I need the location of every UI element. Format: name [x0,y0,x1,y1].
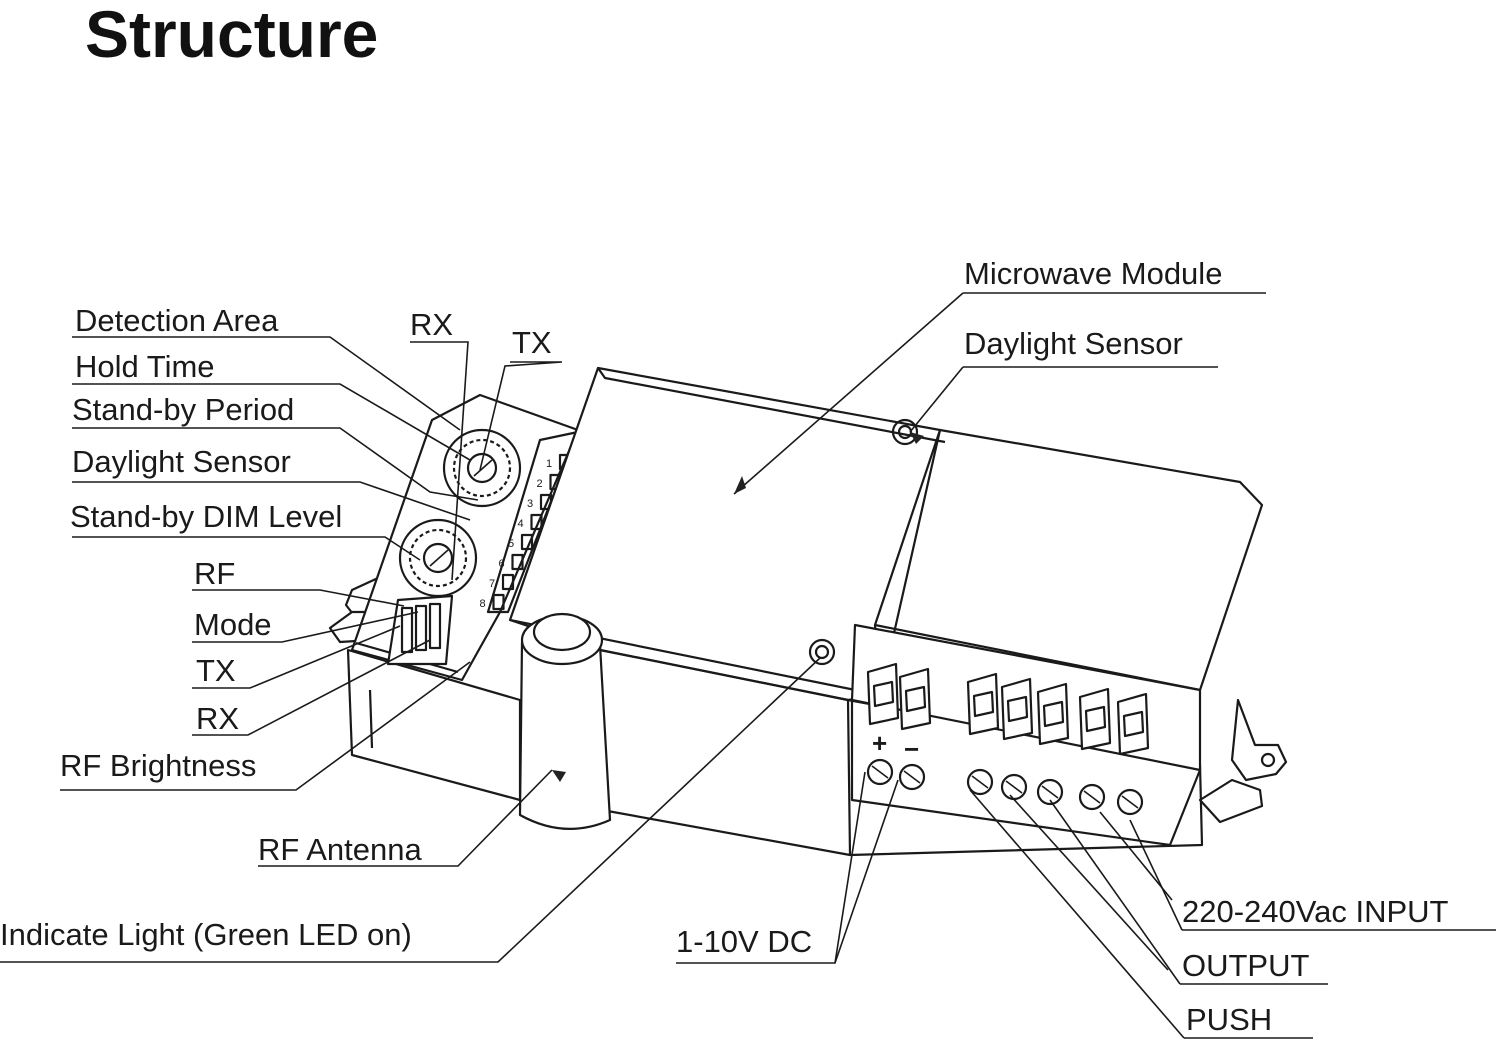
terminal-clamp [898,667,932,731]
terminal-clamp-slot [904,685,927,713]
dip-switch-digit: 2 [537,478,543,490]
terminal-clamp-slot [1042,700,1065,728]
terminal-clamp-slot [1006,695,1029,723]
arrow-heads [552,432,924,782]
right-labels: RX TX Microwave Module Daylight Sensor 1… [410,256,1449,1037]
label-mode: Mode [194,607,272,642]
label-hold-time: Hold Time [75,349,215,384]
terminal-clamp [866,662,900,726]
label-standby-dim-level: Stand-by DIM Level [70,499,342,534]
label-microwave-module: Microwave Module [964,256,1222,291]
dip-switch-digit: 1 [546,458,552,470]
label-tx-top: TX [512,325,552,360]
terminal-screw-slot [903,770,921,784]
label-rx-left: RX [196,701,239,736]
label-rf: RF [194,556,235,591]
label-ac-input: 220-240Vac INPUT [1182,894,1449,929]
label-output: OUTPUT [1182,948,1310,983]
terminal-screw [898,763,926,791]
terminal-clamp [1078,687,1112,751]
label-rf-brightness: RF Brightness [60,748,256,783]
terminal-clamp-slot [972,690,995,718]
terminal-screw-slot [971,775,989,789]
terminal-clamp-slot [872,680,895,708]
label-detection-area: Detection Area [75,303,279,338]
dim-level-dial [398,518,478,598]
dip-switch-cell [530,513,543,531]
terminal-screw-slot [1083,790,1101,804]
dip-switch-cell [511,553,524,571]
dip-switch-digit: 7 [489,578,495,590]
terminal-screw-slot [1005,780,1023,794]
dip-switch-digit: 6 [499,558,505,570]
terminal-screw [966,768,994,796]
leader-lines [0,292,1496,1039]
rf-antenna [518,612,612,830]
terminal-clamp [1116,692,1150,756]
terminal-clamp-slot [1122,710,1145,738]
dip-switch-digit: 8 [480,598,486,610]
terminal-screw-slot [1121,795,1139,809]
terminal-screw [1036,778,1064,806]
page-title: Structure [85,0,378,71]
terminal-minus-mark: − [904,734,919,764]
label-indicate-light: Indicate Light (Green LED on) [0,917,412,952]
terminal-clamp [1036,682,1070,746]
label-push: PUSH [1186,1002,1272,1037]
detection-area-dial [442,428,522,508]
dip-switch-digit: 3 [527,498,533,510]
terminal-plus-mark: + [872,728,887,758]
label-tx-left: TX [196,653,236,688]
terminal-screw-slot [1041,785,1059,799]
terminal-screw [1116,788,1144,816]
terminal-block: + − [850,623,1202,847]
terminal-clamp [1000,677,1034,741]
label-rx-top: RX [410,307,453,342]
label-standby-period: Stand-by Period [72,392,294,427]
label-rf-antenna: RF Antenna [258,832,422,867]
dip-switch-cell [520,533,534,551]
terminal-screw [866,758,894,786]
dip-switch-digit: 5 [508,538,514,550]
terminal-clamp [966,672,1000,736]
dip-switch-digit: 4 [518,518,524,530]
dip-switch-cell [501,573,515,591]
label-daylight-sensor-right: Daylight Sensor [964,326,1183,361]
terminal-screw [1078,783,1106,811]
terminal-screw-slot [871,765,889,779]
terminal-clamp-slot [1084,705,1107,733]
dip-switch-cell [492,593,505,611]
label-1-10v-dc: 1-10V DC [676,924,812,959]
left-labels: Detection Area Hold Time Stand-by Period… [0,303,422,952]
rf-dip-block [386,594,454,666]
label-daylight-sensor-left: Daylight Sensor [72,444,291,479]
